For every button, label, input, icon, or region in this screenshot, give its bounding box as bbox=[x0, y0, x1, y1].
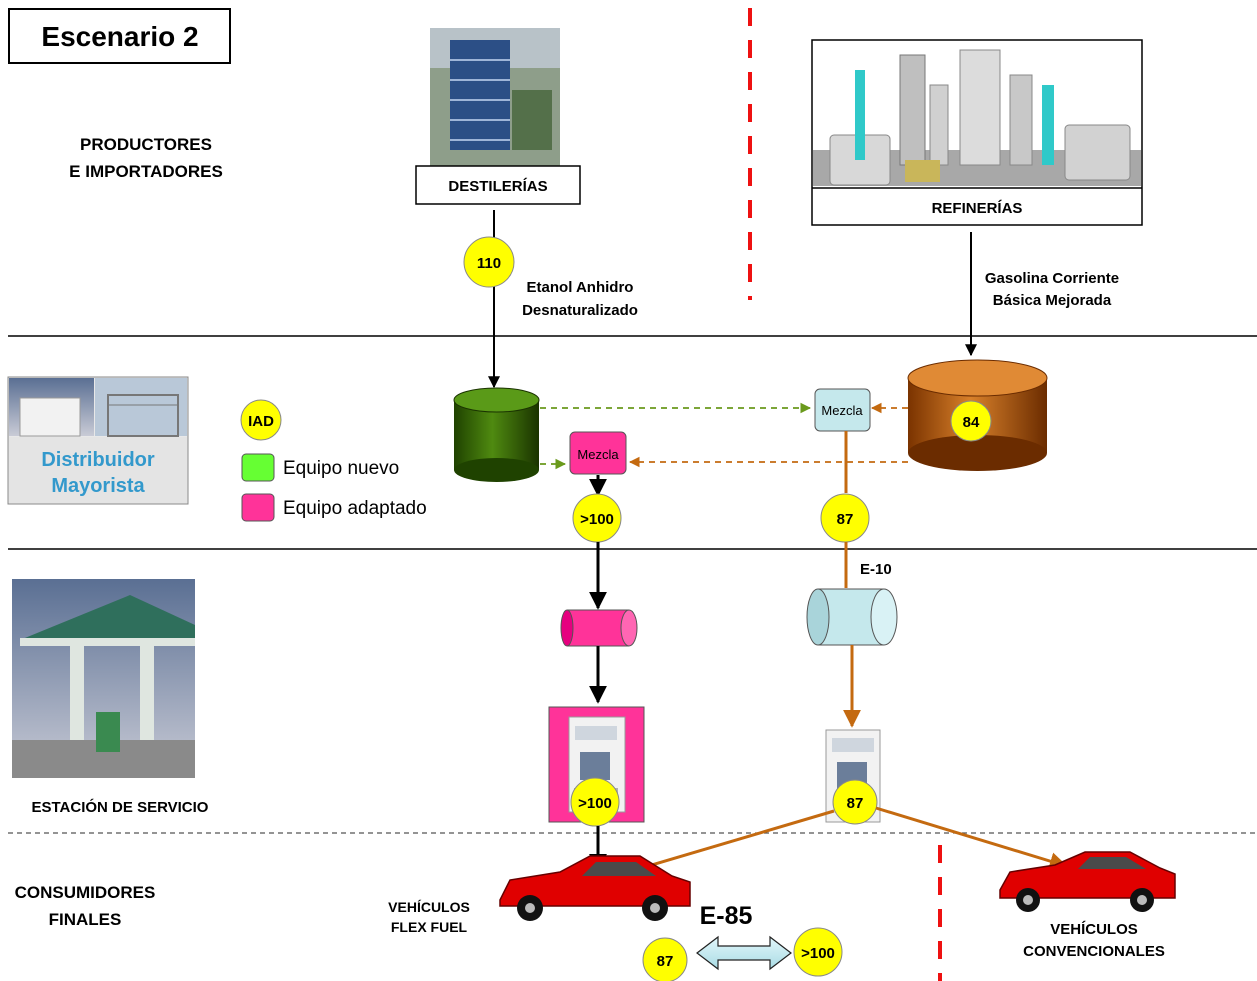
ethanol-label-line1: Etanol Anhidro bbox=[527, 279, 634, 296]
badge-gasoline-tank bbox=[950, 400, 992, 442]
badge-pump-left-label: >100 bbox=[578, 795, 612, 812]
legend-iad-badge bbox=[240, 399, 282, 441]
legend-new-label: Equipo nuevo bbox=[283, 458, 399, 479]
ethanol-tank bbox=[453, 387, 540, 482]
conventional-car bbox=[999, 851, 1176, 912]
section-distributor-line1: Distribuidor bbox=[41, 449, 155, 471]
distilleries-label: DESTILERÍAS bbox=[448, 178, 547, 195]
badge-e85-right bbox=[793, 927, 843, 977]
badge-pump-left bbox=[570, 777, 620, 827]
badge-gasoline-tank-label: 84 bbox=[963, 414, 980, 431]
mix-right-label: Mezcla bbox=[821, 403, 863, 418]
mix-box-right bbox=[814, 388, 871, 432]
flex-fuel-car bbox=[499, 855, 691, 921]
gasoline-tank bbox=[907, 359, 1048, 471]
distributor-photo bbox=[7, 376, 189, 505]
conv-vehicles-line2: CONVENCIONALES bbox=[1023, 943, 1165, 960]
section-distributor-line2: Mayorista bbox=[51, 475, 145, 497]
distillery-photo bbox=[430, 28, 560, 166]
refinery-box bbox=[811, 39, 1143, 226]
title-box bbox=[8, 8, 231, 64]
badge-e85-right-label: >100 bbox=[801, 945, 835, 962]
badge-mix-left-out-label: >100 bbox=[580, 511, 614, 528]
badge-pump-right bbox=[832, 779, 878, 825]
legend-title: IAD bbox=[248, 413, 274, 430]
page-title: Escenario 2 bbox=[41, 21, 198, 52]
e10-storage-tank bbox=[806, 588, 898, 646]
gasoline-label-line1: Gasolina Corriente bbox=[985, 270, 1119, 287]
badge-pump-right-label: 87 bbox=[847, 795, 864, 812]
section-consumers-line1: CONSUMIDORES bbox=[15, 883, 156, 902]
flex-vehicles-line2: FLEX FUEL bbox=[391, 919, 468, 935]
badge-ethanol bbox=[463, 236, 515, 288]
double-arrow-icon bbox=[696, 935, 792, 971]
e85-label: E-85 bbox=[700, 902, 753, 930]
mix-box-left bbox=[569, 431, 627, 475]
section-producers-line2: E IMPORTADORES bbox=[69, 162, 223, 181]
refineries-label: REFINERÍAS bbox=[932, 200, 1023, 217]
conv-vehicles-line1: VEHÍCULOS bbox=[1050, 921, 1138, 938]
mix-left-label: Mezcla bbox=[577, 447, 619, 462]
badge-e85-left-label: 87 bbox=[657, 953, 674, 970]
legend-new-swatch bbox=[241, 453, 275, 482]
pink-storage-tank bbox=[560, 609, 638, 647]
legend-adapted-swatch bbox=[241, 493, 275, 522]
ethanol-label-line2: Desnaturalizado bbox=[522, 302, 638, 319]
arrow-e10-to-flex bbox=[626, 809, 835, 877]
distilleries-box bbox=[415, 165, 581, 205]
section-consumers-line2: FINALES bbox=[49, 910, 122, 929]
gasoline-label-line2: Básica Mejorada bbox=[993, 292, 1112, 309]
badge-ethanol-label: 110 bbox=[477, 255, 501, 272]
arrow-e10-to-conventional bbox=[875, 806, 1068, 870]
pump-right bbox=[825, 729, 881, 823]
e10-label: E-10 bbox=[860, 561, 892, 578]
section-station: ESTACIÓN DE SERVICIO bbox=[32, 798, 209, 816]
badge-e85-left bbox=[642, 937, 688, 981]
legend-adapted-label: Equipo adaptado bbox=[283, 498, 427, 519]
section-producers-line1: PRODUCTORES bbox=[80, 135, 212, 154]
gas-station-photo bbox=[12, 579, 195, 778]
badge-mix-right-out-label: 87 bbox=[837, 511, 854, 528]
flex-vehicles-line1: VEHÍCULOS bbox=[388, 899, 470, 915]
